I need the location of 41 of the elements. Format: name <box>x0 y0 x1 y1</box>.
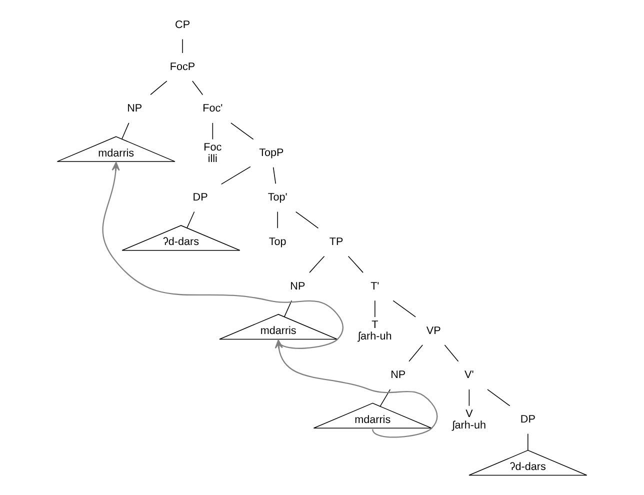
node-text: NP <box>290 280 306 292</box>
connector <box>295 211 319 229</box>
node-text: Top' <box>268 192 288 204</box>
connector <box>192 80 204 96</box>
node-text: DP <box>520 414 536 426</box>
node-text: Top <box>268 236 286 248</box>
node-text: TopP <box>259 147 284 160</box>
connector <box>186 211 195 228</box>
arrow <box>102 162 344 349</box>
node-text: NP <box>390 369 406 382</box>
node-text: V ʃarh-uh <box>452 408 486 432</box>
node-text: FocP <box>170 60 196 73</box>
connector <box>182 38 183 54</box>
node-text: VP <box>426 324 441 337</box>
connector <box>122 122 130 140</box>
connector <box>212 122 214 140</box>
connector <box>220 166 251 185</box>
connector <box>272 166 276 184</box>
node-text: T' <box>370 280 380 292</box>
connector <box>309 256 325 273</box>
node-text: V' <box>464 369 474 382</box>
node-text: NP <box>127 102 142 115</box>
arrow <box>274 340 438 438</box>
connector <box>380 389 391 407</box>
connector <box>374 300 376 318</box>
connector <box>487 389 510 406</box>
connector <box>230 122 254 140</box>
connector <box>284 300 292 318</box>
node-text: DP <box>192 192 208 204</box>
connector <box>468 389 470 406</box>
node-text: Foc illi <box>204 141 222 165</box>
connector <box>150 80 168 96</box>
node-text: Foc' <box>202 102 223 115</box>
connector <box>348 256 364 273</box>
node-text: T ʃarh-uh <box>358 319 392 343</box>
connector <box>277 211 278 229</box>
connector <box>392 300 416 318</box>
node-text: CP <box>175 19 190 32</box>
connector <box>408 344 423 362</box>
node-text: TP <box>329 236 344 248</box>
connector <box>444 344 459 362</box>
